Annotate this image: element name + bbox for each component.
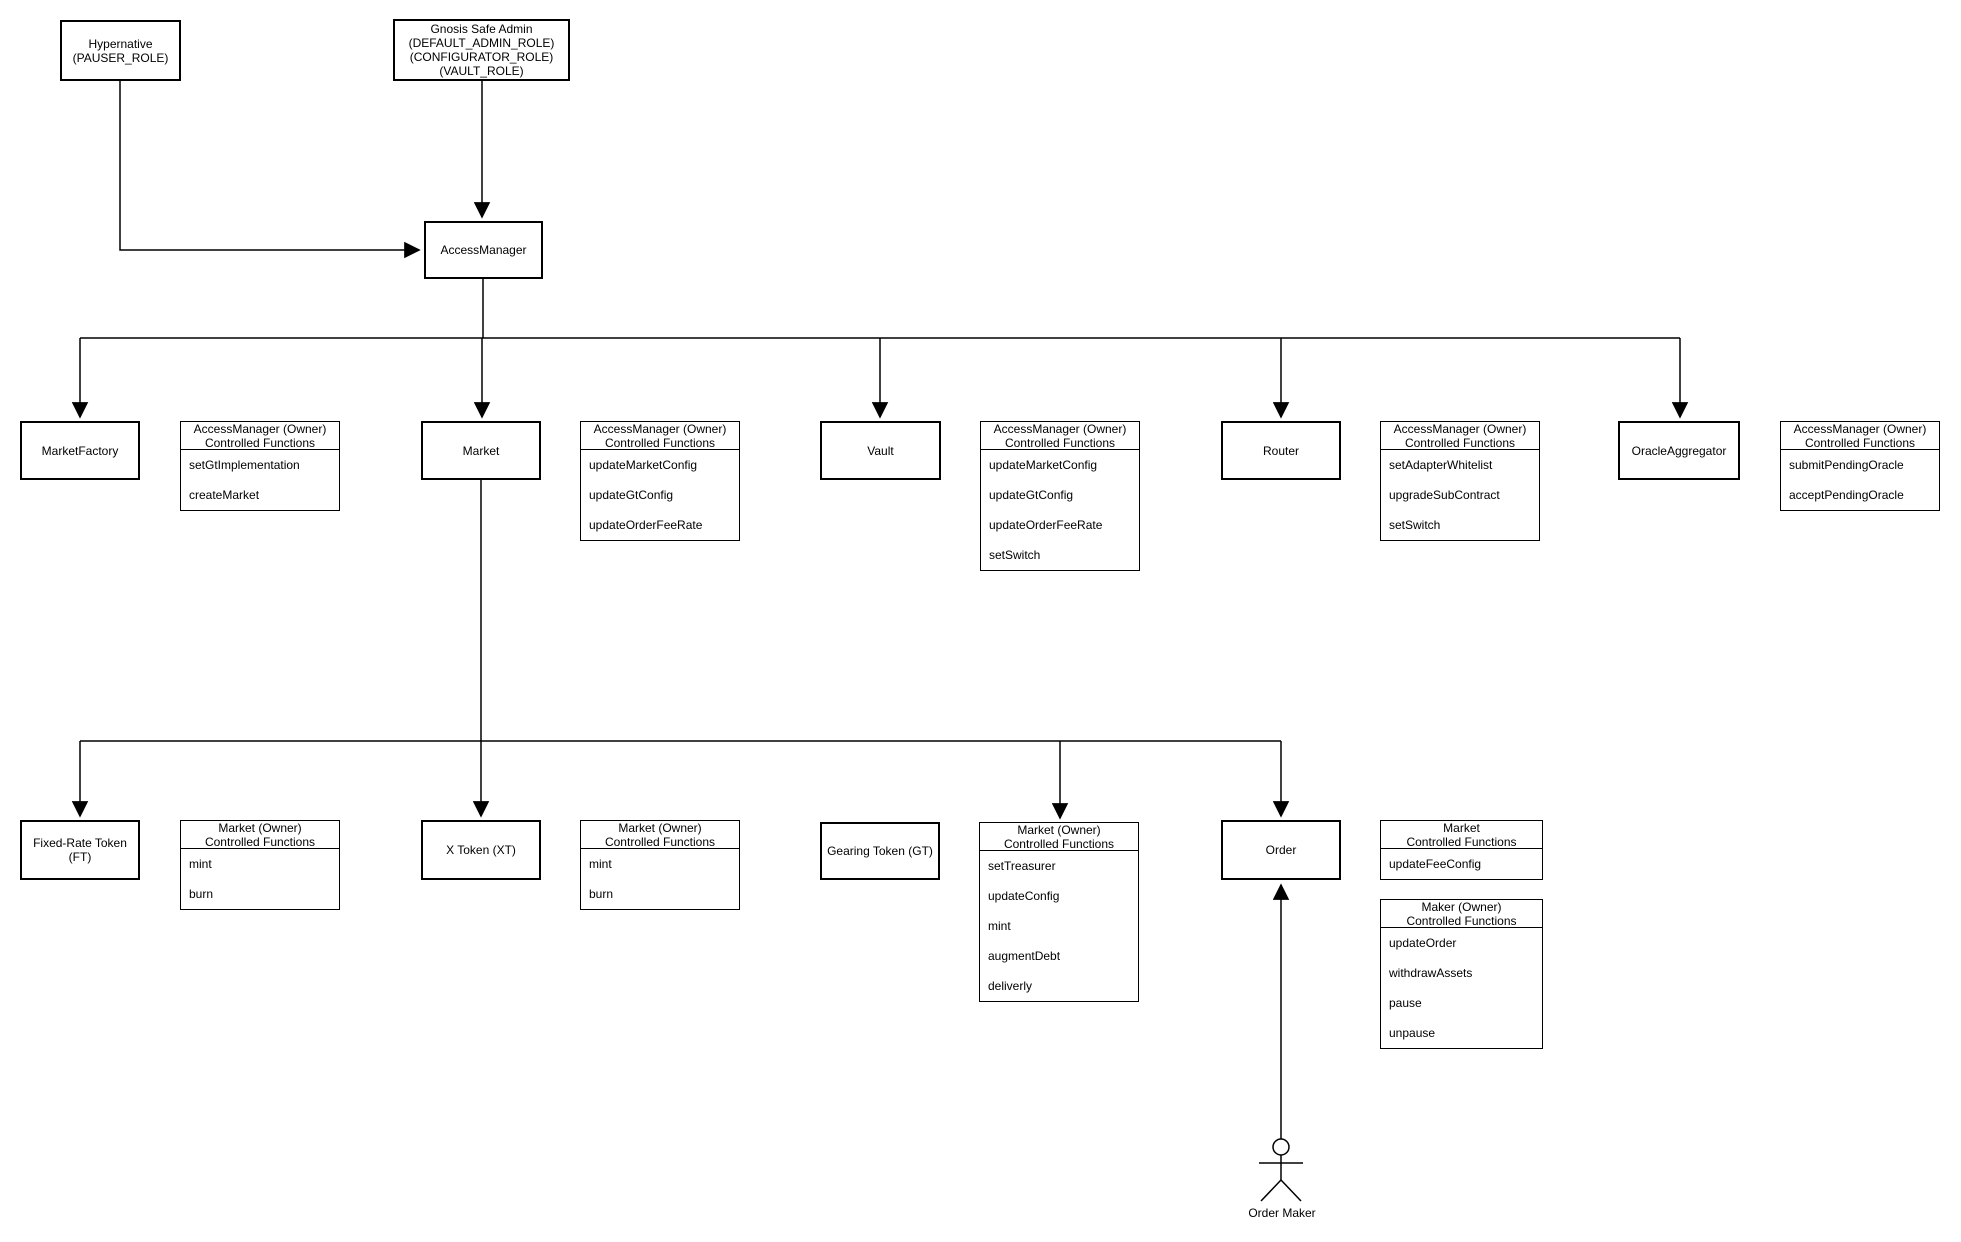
function-item: mint [189, 857, 212, 871]
node-order: Order [1221, 820, 1341, 880]
fbox-vault-functions: AccessManager (Owner) Controlled Functio… [980, 421, 1140, 571]
function-item: updateOrderFeeRate [589, 518, 703, 532]
fbox-oracle-aggregator-functions: AccessManager (Owner) Controlled Functio… [1780, 421, 1940, 511]
function-item: setTreasurer [988, 859, 1056, 873]
fbox-header: Market (Owner) Controlled Functions [581, 821, 739, 849]
function-item: burn [589, 887, 614, 901]
function-item: submitPendingOracle [1789, 458, 1904, 472]
node-gearing-token: Gearing Token (GT) [820, 822, 940, 880]
function-item: updateMarketConfig [989, 458, 1098, 472]
function-item: deliverly [988, 979, 1033, 993]
function-item: mint [988, 919, 1011, 933]
node-gnosis-safe-admin: Gnosis Safe Admin (DEFAULT_ADMIN_ROLE) (… [393, 19, 570, 81]
function-item: withdrawAssets [1389, 966, 1473, 980]
node-access-manager: AccessManager [424, 221, 543, 279]
function-item: mint [589, 857, 612, 871]
fbox-header: Maker (Owner) Controlled Functions [1381, 900, 1542, 928]
fbox-header: AccessManager (Owner) Controlled Functio… [981, 422, 1139, 450]
fbox-order-maker-functions: Maker (Owner) Controlled Functions updat… [1380, 899, 1543, 1049]
fbox-header: AccessManager (Owner) Controlled Functio… [1781, 422, 1939, 450]
fbox-header: Market Controlled Functions [1381, 821, 1542, 849]
function-item: updateOrder [1389, 936, 1457, 950]
fbox-header: AccessManager (Owner) Controlled Functio… [181, 422, 339, 450]
function-item: setGtImplementation [189, 458, 300, 472]
function-item: updateMarketConfig [589, 458, 698, 472]
function-item: updateConfig [988, 889, 1060, 903]
fbox-x-token-functions: Market (Owner) Controlled Functions mint… [580, 820, 740, 910]
node-oracle-aggregator: OracleAggregator [1618, 421, 1740, 480]
fbox-header: Market (Owner) Controlled Functions [980, 823, 1138, 851]
function-item: pause [1389, 996, 1422, 1010]
node-x-token: X Token (XT) [421, 820, 541, 880]
node-market-factory: MarketFactory [20, 421, 140, 480]
function-item: acceptPendingOracle [1789, 488, 1904, 502]
function-item: updateOrderFeeRate [989, 518, 1103, 532]
edge-hypernative-to-accessmanager [119, 81, 421, 259]
fbox-order-market-functions: Market Controlled Functions updateFeeCon… [1380, 820, 1543, 880]
fbox-gearing-token-functions: Market (Owner) Controlled Functions setT… [979, 822, 1139, 1002]
function-item: upgradeSubContract [1389, 488, 1500, 502]
function-item: updateGtConfig [589, 488, 674, 502]
node-market: Market [421, 421, 541, 480]
function-item: setAdapterWhitelist [1389, 458, 1493, 472]
function-item: updateGtConfig [989, 488, 1074, 502]
order-maker-stick-figure-icon [1259, 1138, 1303, 1202]
node-fixed-rate-token: Fixed-Rate Token (FT) [20, 820, 140, 880]
fbox-market-functions: AccessManager (Owner) Controlled Functio… [580, 421, 740, 541]
function-item: setSwitch [989, 548, 1041, 562]
node-hypernative: Hypernative (PAUSER_ROLE) [60, 20, 181, 81]
node-vault: Vault [820, 421, 941, 480]
fbox-fixed-rate-token-functions: Market (Owner) Controlled Functions mint… [180, 820, 340, 910]
fbox-router-functions: AccessManager (Owner) Controlled Functio… [1380, 421, 1540, 541]
function-item: createMarket [189, 488, 260, 502]
fbox-market-factory-functions: AccessManager (Owner) Controlled Functio… [180, 421, 340, 511]
function-item: updateFeeConfig [1389, 857, 1482, 871]
node-router: Router [1221, 421, 1341, 480]
fbox-header: Market (Owner) Controlled Functions [181, 821, 339, 849]
function-item: setSwitch [1389, 518, 1441, 532]
actor-order-maker-label: Order Maker [1248, 1206, 1316, 1220]
function-item: augmentDebt [988, 949, 1061, 963]
function-item: unpause [1389, 1026, 1436, 1040]
fbox-header: AccessManager (Owner) Controlled Functio… [1381, 422, 1539, 450]
function-item: burn [189, 887, 214, 901]
fbox-header: AccessManager (Owner) Controlled Functio… [581, 422, 739, 450]
